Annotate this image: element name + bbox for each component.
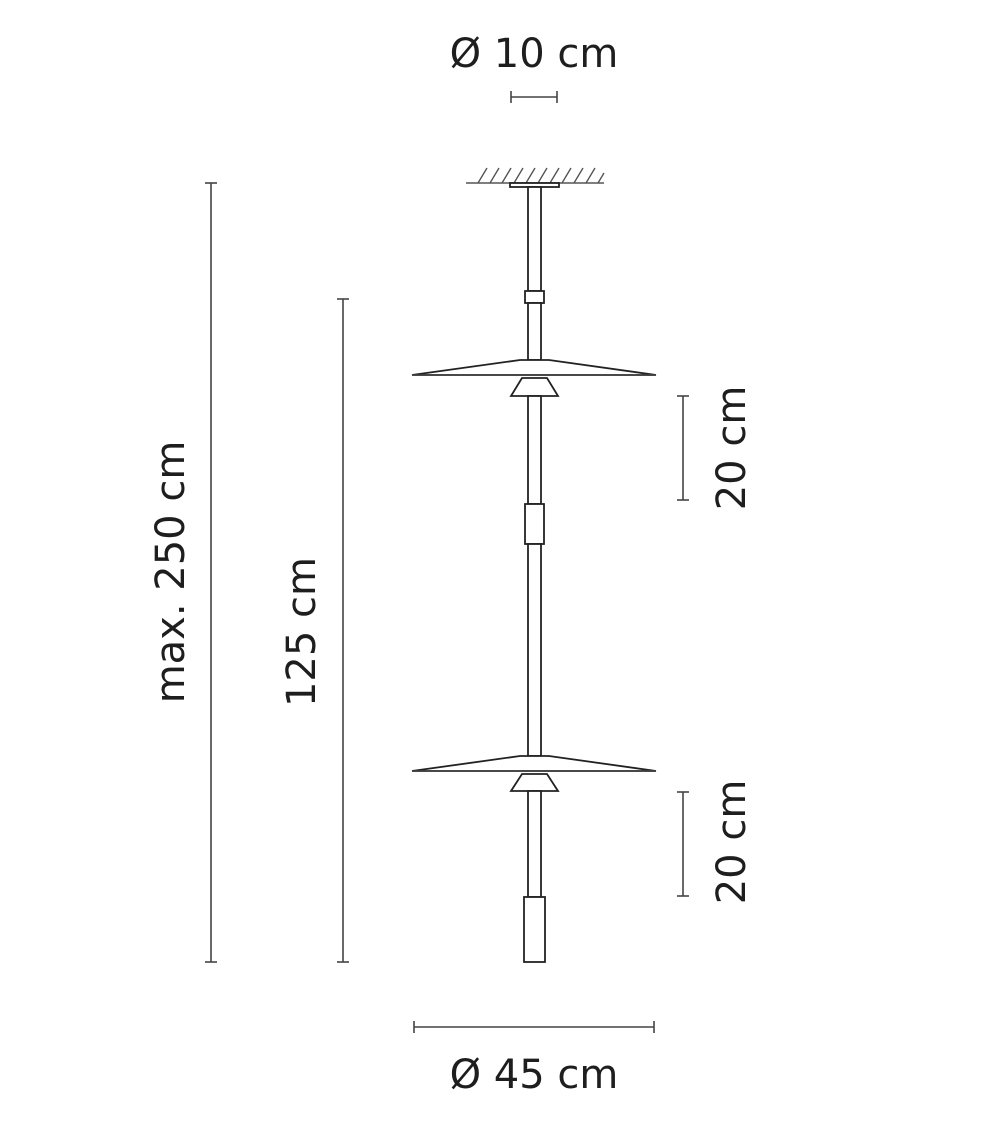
lower-shade-drop-dimension: 20 cm <box>677 780 755 905</box>
bottom-diameter-label: Ø 45 cm <box>450 1052 619 1098</box>
upper-shade-drop-label: 20 cm <box>709 386 755 511</box>
middle-coupling <box>524 503 545 545</box>
top-diameter-label: Ø 10 cm <box>450 31 619 77</box>
mid-height-dimension: 125 cm <box>279 298 349 963</box>
top-diameter-dimension: Ø 10 cm <box>450 31 619 103</box>
bottom-diameter-dimension: Ø 45 cm <box>413 1021 655 1098</box>
lamp-body <box>411 182 657 963</box>
max-height-label: max. 250 cm <box>148 441 194 704</box>
max-height-dimension: max. 250 cm <box>148 182 217 963</box>
upper-shade-reflector <box>509 377 560 397</box>
mid-height-label: 125 cm <box>279 557 325 707</box>
upper-shade-drop-dimension: 20 cm <box>677 386 755 511</box>
lower-shade <box>411 755 657 792</box>
upper-connector <box>524 290 545 304</box>
middle-rod-upper <box>527 395 542 505</box>
ceiling-hatch <box>466 167 605 184</box>
lower-shade-reflector <box>509 773 560 792</box>
end-cap <box>523 896 546 963</box>
bottom-rod <box>527 790 542 898</box>
upper-rod <box>527 186 542 292</box>
lower-shade-drop-label: 20 cm <box>709 780 755 905</box>
middle-rod-lower <box>527 543 542 757</box>
upper-shade <box>411 359 657 397</box>
upper-rod-lower <box>527 302 542 361</box>
